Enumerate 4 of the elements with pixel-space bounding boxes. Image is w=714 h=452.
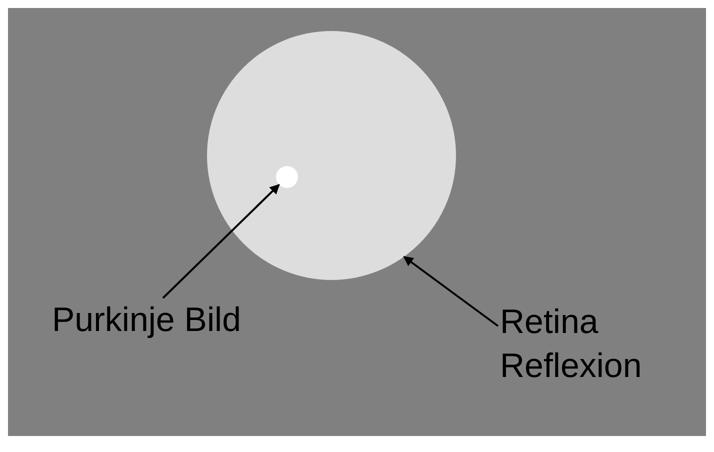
arrow	[403, 256, 499, 327]
callout-label: Purkinje Bild	[52, 298, 314, 342]
arrow	[162, 184, 280, 299]
callout-label: Retina Reflexion	[500, 300, 694, 388]
